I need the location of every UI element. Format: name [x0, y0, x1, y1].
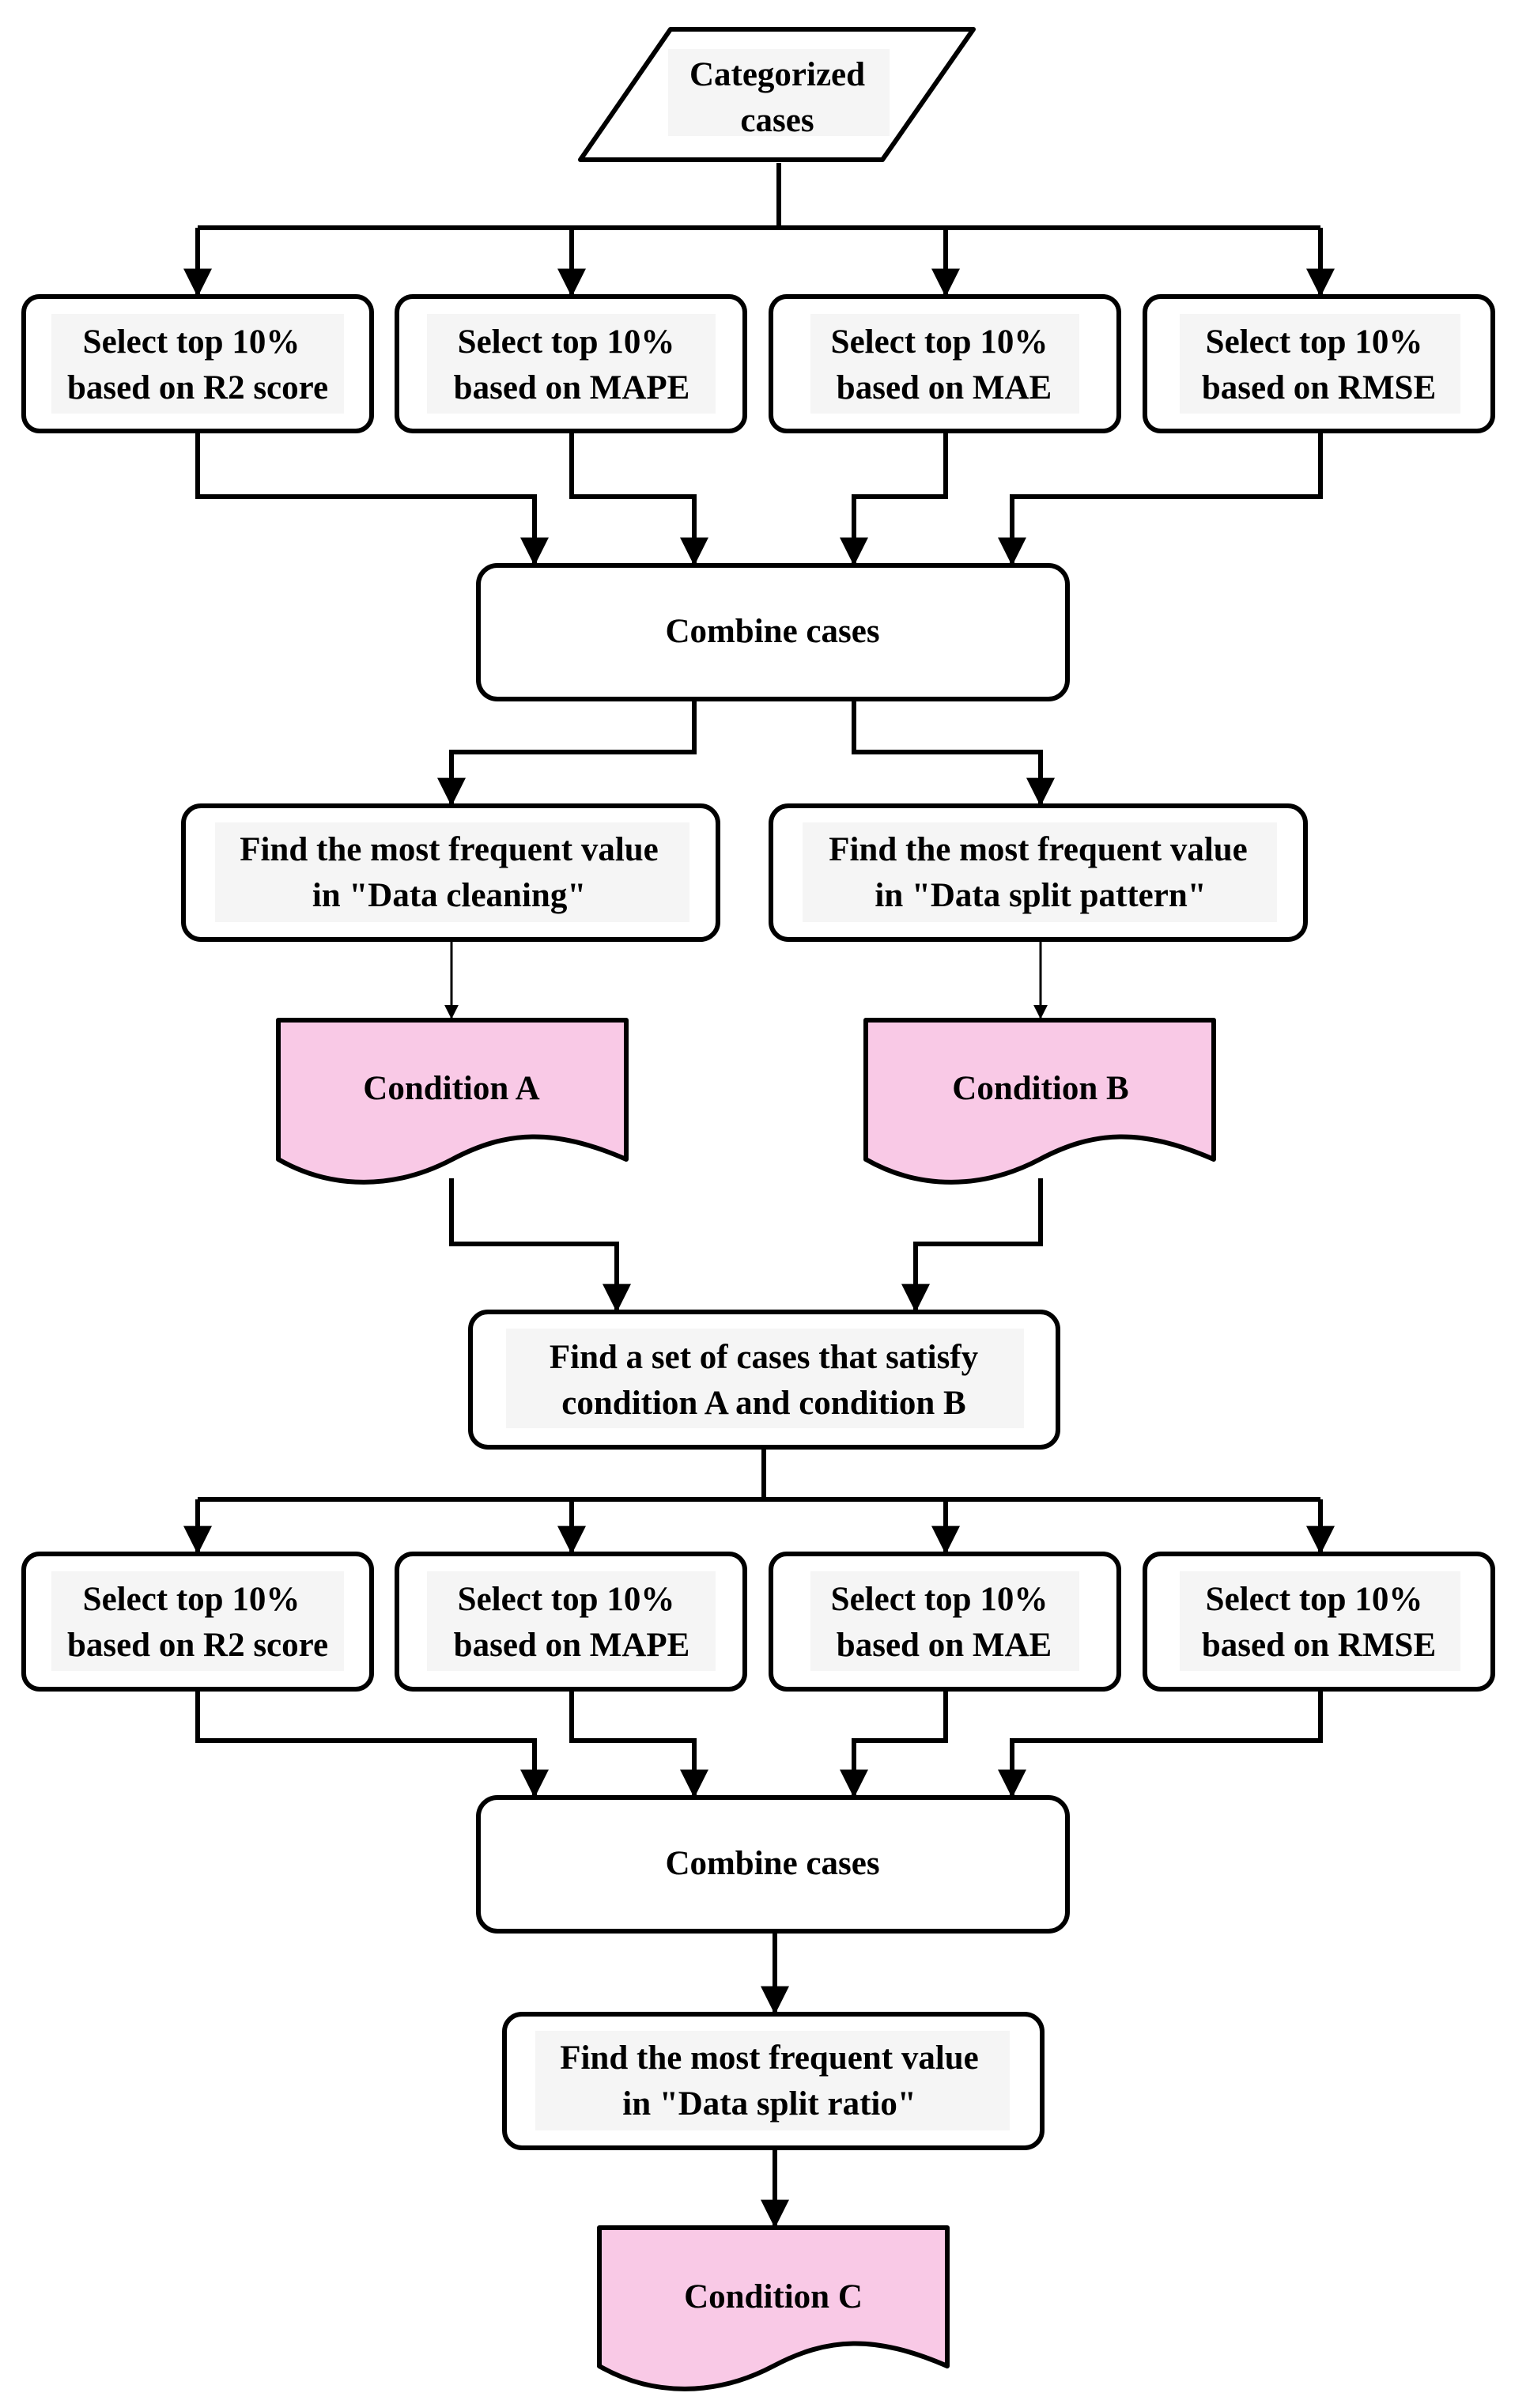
connector-combine-findA: [437, 699, 697, 807]
find-line1: Find the most frequent value: [560, 2039, 979, 2077]
document-shape: [863, 1018, 1216, 1185]
connector-sel2-mae-combine: [840, 1689, 948, 1798]
select-top-mape-box-2: Select top 10% based on MAPE: [395, 1552, 747, 1692]
connector-sel2-rmse-combine: [998, 1689, 1323, 1798]
start-text-bg: [668, 49, 890, 136]
find-line2: in "Data split pattern": [875, 877, 1206, 914]
find-data-split-ratio-box: Find the most frequent value in "Data sp…: [502, 2012, 1045, 2150]
connectors: [183, 163, 1335, 2228]
condition-a-label: Condition A: [363, 1070, 539, 1107]
find-data-cleaning-box: Find the most frequent value in "Data cl…: [181, 803, 720, 942]
condition-b-label: Condition B: [952, 1070, 1128, 1107]
select-line2: based on MAPE: [454, 1627, 690, 1664]
text-bg: [51, 1571, 344, 1671]
combine-label: Combine cases: [665, 613, 879, 650]
condition-b-document: Condition B: [863, 1018, 1216, 1185]
connector-sel1-mape-combine: [569, 431, 708, 566]
text-bg: [506, 1329, 1024, 1428]
select-top-r2-box: Select top 10% based on R2 score: [21, 294, 374, 433]
connector-condA-findSet: [449, 1178, 631, 1313]
select-top-mae-box-2: Select top 10% based on MAE: [769, 1552, 1121, 1692]
condition-c-document: Condition C: [597, 2225, 950, 2391]
connector-sel1-mae-combine: [840, 431, 948, 566]
select-line1: Select top 10%: [1206, 323, 1423, 361]
combine-cases-box-2: Combine cases: [476, 1795, 1070, 1934]
box-shape: [476, 563, 1070, 701]
select-top-rmse-box-2: Select top 10% based on RMSE: [1143, 1552, 1495, 1692]
find-line2: in "Data split ratio": [622, 2085, 916, 2123]
select-line1: Select top 10%: [83, 323, 300, 361]
document-shape: [597, 2225, 950, 2391]
text-bg: [51, 314, 344, 414]
find-set-line1: Find a set of cases that satisfy: [550, 1339, 979, 1376]
document-shape: [276, 1018, 629, 1185]
connector-sel2-r2-combine: [195, 1689, 549, 1798]
text-bg: [810, 314, 1079, 414]
connector-combine-findB: [852, 699, 1055, 807]
start-node: Categorized cases: [578, 27, 976, 162]
text-bg: [1180, 314, 1460, 414]
select-line1: Select top 10%: [1206, 1581, 1423, 1618]
text-bg: [215, 822, 689, 922]
condition-a-document: Condition A: [276, 1018, 629, 1185]
find-set-of-cases-box: Find a set of cases that satisfy conditi…: [468, 1310, 1060, 1450]
connector-sel2-mape-combine: [569, 1689, 708, 1798]
start-label-line2: cases: [740, 102, 814, 139]
select-line1: Select top 10%: [83, 1581, 300, 1618]
connector-condB-findSet: [901, 1178, 1043, 1313]
text-bg: [803, 822, 1277, 922]
text-bg: [427, 1571, 716, 1671]
select-line1: Select top 10%: [458, 1581, 675, 1618]
select-line2: based on MAE: [837, 369, 1052, 406]
select-line2: based on MAE: [837, 1627, 1052, 1664]
find-data-split-pattern-box: Find the most frequent value in "Data sp…: [769, 803, 1308, 942]
text-bg: [1180, 1571, 1460, 1671]
start-label-line1: Categorized: [689, 56, 865, 93]
select-top-r2-box-2: Select top 10% based on R2 score: [21, 1552, 374, 1692]
combine-label: Combine cases: [665, 1845, 879, 1882]
select-line2: based on R2 score: [67, 1627, 328, 1664]
combine-cases-box: Combine cases: [476, 563, 1070, 701]
connector-sel1-rmse-combine: [998, 431, 1323, 566]
connector-sel1-r2-combine: [195, 431, 549, 566]
select-top-mae-box: Select top 10% based on MAE: [769, 294, 1121, 433]
select-line1: Select top 10%: [831, 1581, 1048, 1618]
select-top-mape-box: Select top 10% based on MAPE: [395, 294, 747, 433]
select-line2: based on R2 score: [67, 369, 328, 406]
box-shape: [476, 1795, 1070, 1934]
text-bg: [810, 1571, 1079, 1671]
find-set-line2: condition A and condition B: [561, 1385, 965, 1422]
select-top-rmse-box: Select top 10% based on RMSE: [1143, 294, 1495, 433]
select-line2: based on RMSE: [1202, 1627, 1436, 1664]
text-bg: [427, 314, 716, 414]
find-line1: Find the most frequent value: [240, 831, 659, 868]
select-line2: based on RMSE: [1202, 369, 1436, 406]
select-line1: Select top 10%: [831, 323, 1048, 361]
text-bg: [535, 2031, 1010, 2130]
condition-c-label: Condition C: [684, 2278, 863, 2315]
select-line1: Select top 10%: [458, 323, 675, 361]
find-line2: in "Data cleaning": [312, 877, 586, 914]
find-line1: Find the most frequent value: [829, 831, 1248, 868]
select-line2: based on MAPE: [454, 369, 690, 406]
